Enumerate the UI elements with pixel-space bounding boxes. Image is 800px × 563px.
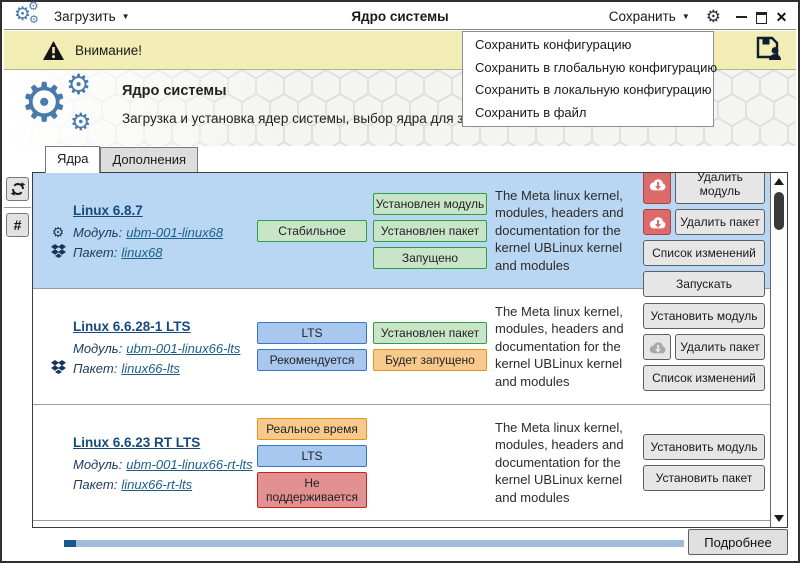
status-badge: Установлен пакет [373, 322, 487, 344]
close-button[interactable]: ✕ [775, 8, 788, 25]
module-label: Модуль: [73, 224, 123, 240]
package-link[interactable]: linux68 [121, 244, 163, 260]
hash-icon: # [13, 217, 22, 233]
kernel-description: The Meta linux kernel, modules, headers … [495, 419, 624, 505]
kernel-description: The Meta linux kernel, modules, headers … [495, 303, 624, 389]
maximize-button[interactable] [755, 11, 768, 24]
package-label: Пакет: [73, 244, 118, 260]
minimize-button[interactable] [735, 11, 748, 23]
kernel-name-link[interactable]: Linux 6.6.23 RT LTS [73, 434, 201, 450]
status-badge: Запущено [373, 246, 487, 269]
remove-module-button[interactable]: Удалить модуль [675, 173, 765, 204]
titlebar: ⚙ ⚙ ⚙ Загрузить ▼ Ядро системы Сохранить… [4, 0, 796, 30]
module-gear-icon: ⚙ [51, 224, 65, 240]
kernel-row-linux-687[interactable]: Linux 6.8.7 ⚙ Модуль: ubm-001-linux68 [33, 173, 770, 297]
hash-filter-button[interactable]: # [6, 213, 29, 237]
save-menu-button[interactable]: Сохранить ▼ [603, 7, 696, 26]
save-dropdown-menu: Сохранить конфигурацию Сохранить в глоба… [462, 31, 718, 127]
load-menu-label: Загрузить [54, 9, 116, 24]
package-label: Пакет: [73, 360, 118, 376]
row-divider [33, 288, 770, 289]
arrow-down-icon [774, 515, 784, 522]
status-badge: Установлен пакет [373, 219, 487, 242]
progress-fill [64, 540, 77, 547]
remove-package-button[interactable]: Удалить пакет [675, 209, 765, 235]
save-menu-label: Сохранить [608, 9, 676, 24]
module-link[interactable]: ubm-001-linux66-rt-lts [126, 456, 253, 472]
warning-label: Внимание! [75, 42, 143, 58]
warning-triangle-icon [43, 40, 64, 60]
tab-addons[interactable]: Дополнения [100, 147, 199, 172]
header-gears-icon: ⚙ ⚙ ⚙ [20, 70, 92, 136]
menu-item-save-config[interactable]: Сохранить конфигурацию [475, 37, 632, 52]
status-badge: Установлен модуль [373, 192, 487, 215]
vertical-scrollbar[interactable] [770, 173, 787, 527]
menu-item-save-to-file[interactable]: Сохранить в файл [475, 104, 587, 120]
refresh-icon [10, 182, 25, 196]
footer-bar: Подробнее [4, 528, 796, 559]
kernel-name-link[interactable]: Linux 6.6.28-1 LTS [73, 318, 191, 334]
side-toolbar-divider [4, 207, 31, 208]
module-link[interactable]: ubm-001-linux68 [126, 224, 224, 240]
changelog-button[interactable]: Список изменений [643, 240, 765, 266]
row-divider [33, 520, 770, 521]
menu-item-save-global-config[interactable]: Сохранить в глобальную конфигурацию [475, 59, 718, 75]
progress-bar [64, 540, 684, 547]
status-badge: Будет запущено [373, 349, 487, 371]
module-label: Модуль: [73, 456, 123, 472]
status-badge: Не поддерживается [257, 471, 367, 508]
module-link[interactable]: ubm-001-linux66-lts [126, 340, 241, 356]
settings-gear-icon[interactable]: ⚙ [705, 7, 721, 26]
save-config-user-icon[interactable] [755, 35, 782, 60]
cloud-download-icon-button[interactable] [643, 333, 671, 360]
tab-kernels[interactable]: Ядра [45, 146, 101, 173]
refresh-button[interactable] [6, 177, 29, 201]
tab-bar: Ядра Дополнения [45, 146, 199, 173]
kernel-row-linux-6623-rt-lts[interactable]: Linux 6.6.23 RT LTS Модуль: ubm-001-linu… [33, 405, 770, 520]
boot-this-kernel-button[interactable]: Запускать [643, 271, 765, 297]
page-title: Ядро системы [122, 83, 227, 99]
kernel-list: Linux 6.8.7 ⚙ Модуль: ubm-001-linux68 [33, 173, 770, 527]
load-menu-button[interactable]: Загрузить ▼ [48, 7, 136, 26]
status-badge: Стабильное [257, 219, 367, 242]
menu-item-save-local-config[interactable]: Сохранить в локальную конфигурацию [475, 82, 712, 97]
scroll-down-button[interactable] [771, 511, 787, 526]
package-icon [49, 359, 67, 377]
details-button[interactable]: Подробнее [688, 529, 788, 555]
status-badge: LTS [257, 322, 367, 344]
app-gears-icon: ⚙ ⚙ ⚙ [14, 0, 39, 26]
module-label: Модуль: [73, 340, 123, 356]
kernel-description: The Meta linux kernel, modules, headers … [495, 187, 624, 273]
cloud-download-icon-button[interactable] [643, 173, 671, 204]
package-label: Пакет: [73, 476, 118, 492]
kernel-name-link[interactable]: Linux 6.8.7 [73, 202, 143, 218]
package-link[interactable]: linux66-lts [121, 360, 180, 376]
scrollbar-thumb[interactable] [774, 192, 784, 230]
status-badge: Реальное время [257, 417, 367, 440]
status-badge: LTS [257, 444, 367, 467]
install-package-button[interactable]: Установить пакет [643, 465, 765, 491]
changelog-button[interactable]: Список изменений [643, 364, 765, 391]
install-module-button[interactable]: Установить модуль [643, 434, 765, 460]
scroll-up-button[interactable] [771, 174, 787, 189]
status-badge: Рекомендуется [257, 349, 367, 371]
caret-down-icon: ▼ [121, 11, 130, 21]
row-divider [33, 404, 770, 405]
package-link[interactable]: linux66-rt-lts [121, 476, 193, 492]
cloud-download-icon-button[interactable] [643, 209, 671, 235]
remove-package-button[interactable]: Удалить пакет [675, 333, 765, 360]
arrow-up-icon [774, 178, 784, 185]
kernel-list-panel: Linux 6.8.7 ⚙ Модуль: ubm-001-linux68 [32, 172, 788, 528]
caret-down-icon: ▼ [681, 11, 690, 21]
package-icon [49, 243, 67, 261]
kernel-row-linux-6628-lts[interactable]: Linux 6.6.28-1 LTS Модуль: ubm-001-linux… [33, 289, 770, 404]
install-module-button[interactable]: Установить модуль [643, 302, 765, 329]
